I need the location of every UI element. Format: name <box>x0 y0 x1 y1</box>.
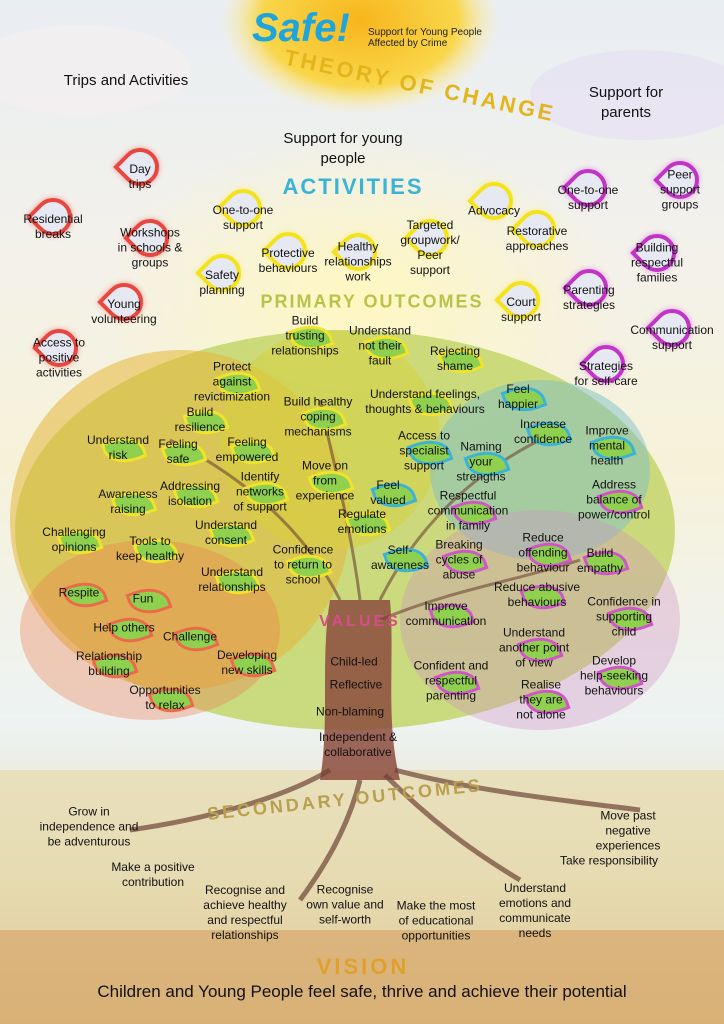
primary-outcome: Feeling safe <box>158 437 198 466</box>
activities-heading: ACTIVITIES <box>282 174 424 199</box>
primary-outcome: Build healthy coping mechanisms <box>283 394 353 439</box>
sun <box>220 0 500 115</box>
value-item: Reflective <box>329 677 383 692</box>
secondary-outcome: Make the most of educational opportuniti… <box>396 898 476 943</box>
vision-heading: VISION <box>316 954 410 979</box>
primary-outcome: Rejecting shame <box>429 344 481 373</box>
primary-outcome: Feel valued <box>370 478 406 507</box>
primary-outcome: Develop help-seeking behaviours <box>579 653 649 698</box>
primary-outcome: Reduce abusive behaviours <box>493 580 581 609</box>
primary-outcome: Confidence in supporting child <box>587 594 661 639</box>
primary-outcome: Breaking cycles of abuse <box>435 537 483 582</box>
parents-activity: Strategies for self-care <box>574 359 638 388</box>
secondary-outcome: Grow in independence and be adventurous <box>39 804 139 849</box>
young-activity: One-to-one support <box>212 203 274 232</box>
parents-activity: Building respectful families <box>630 240 684 285</box>
primary-outcome: Regulate emotions <box>337 507 387 536</box>
young-activity: Safety planning <box>199 268 245 297</box>
section-parents-heading: Support for parents <box>588 84 664 121</box>
trips-activity: Residential breaks <box>23 212 83 241</box>
primary-outcome: Build resilience <box>174 405 226 434</box>
safe-logo: Safe! <box>252 6 350 50</box>
primary-outcome: Move on from experience <box>295 458 355 503</box>
young-activity: Advocacy <box>467 203 521 218</box>
primary-outcome: Understand another point of view <box>498 625 570 670</box>
primary-outcome: Understand risk <box>86 433 150 462</box>
parents-activity: Parenting strategies <box>562 283 616 312</box>
primary-outcome: Relationship building <box>75 649 143 678</box>
primary-outcome: Address balance of power/control <box>577 477 651 522</box>
primary-outcome: Protect against revictimization <box>193 359 271 404</box>
section-young-heading: Support for young people <box>283 130 403 167</box>
primary-outcome: Identify networks of support <box>233 469 287 514</box>
trips-activity: Workshops in schools & groups <box>117 225 183 270</box>
primary-outcomes-heading: PRIMARY OUTCOMES <box>260 291 484 312</box>
trips-activity: Day trips <box>128 162 152 191</box>
trips-activity: Young volunteering <box>91 297 157 326</box>
primary-outcome: Feel happier <box>497 382 539 411</box>
cloud <box>530 50 724 140</box>
primary-outcome: Fun <box>132 591 154 606</box>
primary-outcome: Understand relationships <box>198 565 266 594</box>
young-activity: Protective behaviours <box>258 246 318 275</box>
section-trips-heading: Trips and Activities <box>63 72 189 89</box>
primary-outcome: Challenge <box>162 629 218 644</box>
primary-outcome: Reduce offending behaviour <box>516 530 570 575</box>
primary-outcome: Build trusting relationships <box>271 313 339 358</box>
roots <box>129 767 641 902</box>
vision-statement: Children and Young People feel safe, thr… <box>97 982 627 1001</box>
young-activity: Court support <box>500 295 542 324</box>
secondary-outcome: Make a positive contribution <box>111 860 195 889</box>
value-item: Child-led <box>330 654 378 669</box>
young-activity: Healthy relationships work <box>324 239 392 284</box>
primary-outcome: Tools to keep healthy <box>115 534 185 563</box>
young-activity: Restorative approaches <box>505 224 569 253</box>
primary-outcome: Improve mental health <box>585 423 629 468</box>
primary-outcome: Addressing isolation <box>159 479 221 508</box>
primary-outcome: Self- awareness <box>370 543 430 572</box>
primary-outcome: Help others <box>93 620 155 635</box>
secondary-outcome: Take responsibility <box>559 853 659 868</box>
cloud <box>0 25 190 115</box>
values-heading: VALUES <box>319 613 401 630</box>
parents-activity: One-to-one support <box>557 183 619 212</box>
trunk <box>320 600 400 780</box>
primary-outcome: Confidence to return to school <box>272 542 334 587</box>
primary-outcome: Respite <box>58 585 100 600</box>
primary-outcome: Understand not their fault <box>348 323 412 368</box>
primary-outcome: Build empathy <box>576 546 624 575</box>
primary-outcome: Awareness raising <box>98 487 158 516</box>
secondary-outcome: Move past negative experiences <box>595 808 661 853</box>
primary-outcome: Realise they are not alone <box>516 677 566 722</box>
value-item: Non-blaming <box>315 704 385 719</box>
primary-outcome: Feeling empowered <box>215 435 279 464</box>
primary-outcome: Understand consent <box>194 518 258 547</box>
value-item: Independent & collaborative <box>318 730 398 759</box>
logo-tagline: Support for Young People Affected by Cri… <box>368 27 482 49</box>
primary-outcome: Improve communication <box>405 599 487 628</box>
primary-outcome: Respectful communication in family <box>427 488 509 533</box>
primary-outcome: Confident and respectful parenting <box>413 658 489 703</box>
parents-activity: Communication support <box>630 323 714 352</box>
ground <box>0 930 724 1024</box>
primary-outcome: Increase confidence <box>513 417 573 446</box>
primary-outcome: Understand feelings, thoughts & behaviou… <box>365 387 485 416</box>
young-activity: Targeted groupwork/ Peer support <box>400 218 460 277</box>
secondary-outcome: Recognise and achieve healthy and respec… <box>203 883 287 942</box>
parents-activity: Peer support groups <box>659 167 701 212</box>
primary-outcome: Opportunities to relax <box>129 683 201 712</box>
secondary-outcome: Recognise own value and self-worth <box>306 882 384 927</box>
primary-outcome: Developing new skills <box>216 648 278 677</box>
primary-outcome: Challenging opinions <box>42 525 106 554</box>
secondary-outcome: Understand emotions and communicate need… <box>498 881 572 940</box>
trips-activity: Access to positive activities <box>32 335 86 380</box>
primary-outcome: Access to specialist support <box>397 428 451 473</box>
primary-outcome: Naming your strengths <box>456 439 506 484</box>
